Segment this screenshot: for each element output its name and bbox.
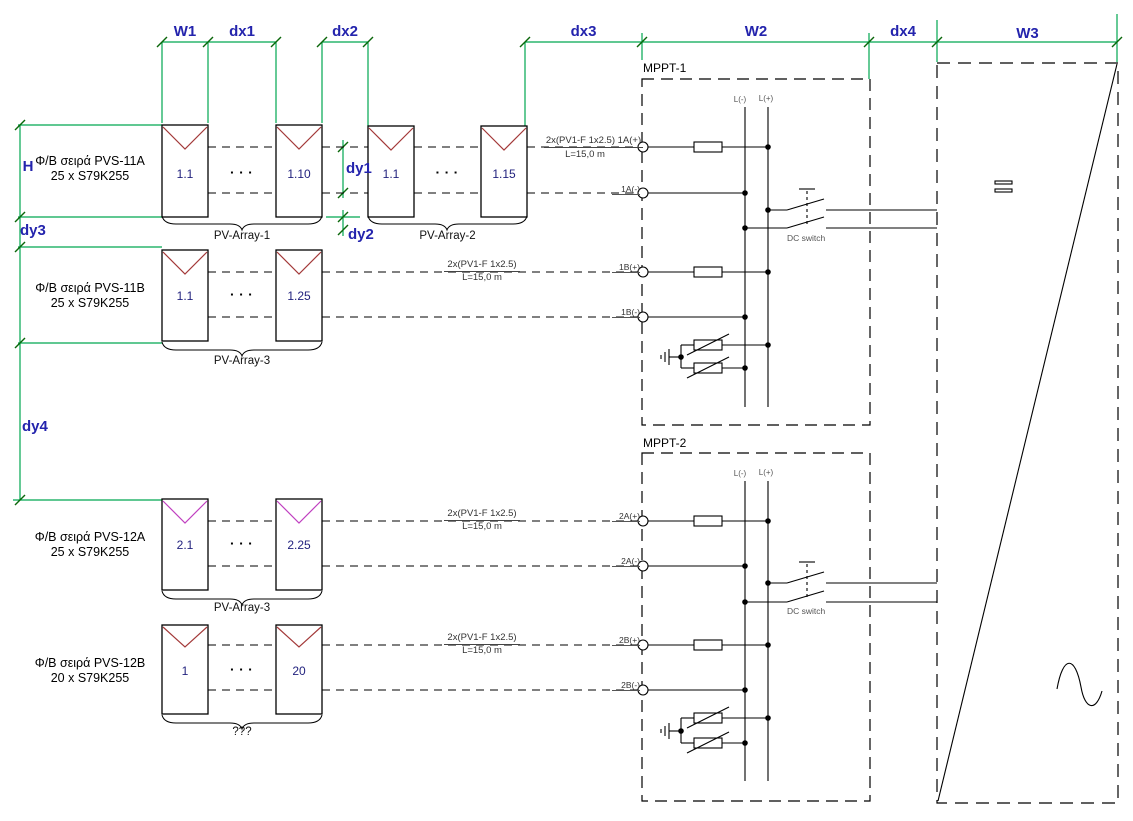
mppt2-circuit [648, 481, 937, 781]
array-label-1: PV-Array-1 [213, 230, 271, 242]
pv-modules-row4 [161, 624, 323, 715]
top-dimension-lines [161, 14, 1118, 126]
module-chevrons-red [162, 126, 527, 648]
ellipsis-modules: ▪ ▪ ▪ [230, 665, 254, 674]
left-dimension-ticks [14, 119, 26, 506]
terminal-label-2b-pos: 2B(+) [612, 635, 640, 646]
module-number: 2.1 [176, 538, 194, 552]
pv-modules-row2 [161, 249, 323, 342]
top-dimension-ticks [156, 36, 1123, 48]
wire-length-1a: L=15,0 m [565, 149, 605, 160]
dim-dx1: dx1 [229, 23, 255, 40]
inverter-box [936, 62, 1119, 804]
array-label-unknown: ??? [232, 726, 252, 738]
row3-series-name: Φ/Β σειρά PVS-12A [34, 530, 146, 544]
module-number: 2.25 [287, 538, 311, 552]
dim-h: H [22, 158, 34, 175]
mppt2-dc-switch-label: DC switch [787, 606, 826, 616]
wire-length-1b: L=15,0 m [462, 272, 502, 283]
terminal-label-1b-pos: 1B(+) [612, 262, 640, 273]
wire-spec-1a: 2x(PV1-F 1x2.5) 1A(+) [544, 135, 643, 148]
dy2-dimension [326, 210, 360, 236]
mppt1-dc-switch-label: DC switch [787, 233, 826, 243]
row2-series-config: 25 x S79K255 [50, 296, 130, 310]
row1-series-label: Φ/Β σειρά PVS-11A 25 x S79K255 [25, 154, 155, 184]
module-chevrons-magenta [162, 500, 322, 524]
dim-w1: W1 [173, 23, 197, 40]
mppt2-box [641, 452, 871, 802]
mppt1-title: MPPT-1 [643, 61, 687, 75]
mppt2-junction-dots [678, 518, 771, 746]
terminal-label-1a-neg: 1A(-) [612, 184, 640, 195]
ellipsis-modules: ▪ ▪ ▪ [230, 168, 254, 177]
terminal-label-2b-neg: 2B(-) [612, 680, 640, 691]
inverter-symbol [937, 63, 1118, 802]
module-number: 1.15 [492, 167, 516, 181]
string-terminals [637, 141, 649, 696]
ellipsis-modules: ▪ ▪ ▪ [230, 539, 254, 548]
dim-dy4: dy4 [22, 418, 48, 435]
row3-series-config: 25 x S79K255 [50, 545, 130, 559]
pv-modules-row3 [161, 498, 323, 591]
mppt1-circuit [648, 107, 937, 407]
array-label-3: PV-Array-3 [213, 355, 271, 367]
array-label-4: PV-Array-3 [213, 602, 271, 614]
ellipsis-modules: ▪ ▪ ▪ [436, 168, 459, 177]
dim-dx3: dx3 [570, 23, 597, 40]
dc-symbol [994, 180, 1013, 185]
mppt1-junction-dots [678, 144, 771, 371]
row2-series-name: Φ/Β σειρά PVS-11B [35, 281, 145, 295]
pv-modules-row1 [161, 124, 528, 218]
mppt1-bus-pos-label: L(+) [758, 94, 774, 103]
mppt1-box [641, 78, 871, 426]
row1-series-name: Φ/Β σειρά PVS-11A [35, 154, 145, 168]
row1-series-config: 25 x S79K255 [50, 169, 130, 183]
module-number: 1.1 [176, 289, 194, 303]
module-number: 1.1 [382, 167, 400, 181]
mppt1-bus-neg-label: L(-) [733, 95, 747, 104]
mppt2-title: MPPT-2 [643, 436, 687, 450]
wire-spec-2b: 2x(PV1-F 1x2.5) [444, 632, 520, 645]
row3-series-label: Φ/Β σειρά PVS-12A 25 x S79K255 [25, 530, 155, 560]
dim-dx4: dx4 [890, 23, 916, 40]
module-number: 1.1 [176, 167, 194, 181]
row4-series-label: Φ/Β σειρά PVS-12B 20 x S79K255 [25, 656, 155, 686]
module-number: 20 [292, 664, 306, 678]
wire-spec-1b: 2x(PV1-F 1x2.5) [444, 259, 520, 272]
terminal-label-2a-neg: 2A(-) [612, 556, 640, 567]
row2-series-label: Φ/Β σειρά PVS-11B 25 x S79K255 [25, 281, 155, 311]
array-label-2: PV-Array-2 [419, 230, 476, 242]
ellipsis-modules: ▪ ▪ ▪ [230, 290, 254, 299]
dim-dx2: dx2 [332, 23, 358, 40]
wire-length-2b: L=15,0 m [462, 645, 502, 656]
terminal-label-1b-neg: 1B(-) [612, 307, 640, 318]
dim-dy3: dy3 [20, 222, 46, 239]
terminal-label-2a-pos: 2A(+) [612, 511, 640, 522]
module-number: 1 [181, 664, 189, 678]
wire-length-2a: L=15,0 m [462, 521, 502, 532]
row4-series-config: 20 x S79K255 [50, 671, 130, 685]
row4-series-name: Φ/Β σειρά PVS-12B [34, 656, 146, 670]
dim-w3: W3 [1016, 25, 1039, 42]
dim-dy1: dy1 [346, 160, 372, 177]
ac-sine-symbol [1056, 662, 1103, 707]
module-number: 1.25 [287, 289, 311, 303]
module-number: 1.10 [287, 167, 311, 181]
dim-w2: W2 [744, 23, 768, 40]
mppt2-bus-pos-label: L(+) [758, 468, 774, 477]
left-dimension-lines [13, 124, 162, 501]
wire-spec-2a: 2x(PV1-F 1x2.5) [444, 508, 520, 521]
array-braces [161, 215, 528, 731]
mppt2-bus-neg-label: L(-) [733, 469, 747, 478]
dim-dy2: dy2 [348, 226, 374, 243]
